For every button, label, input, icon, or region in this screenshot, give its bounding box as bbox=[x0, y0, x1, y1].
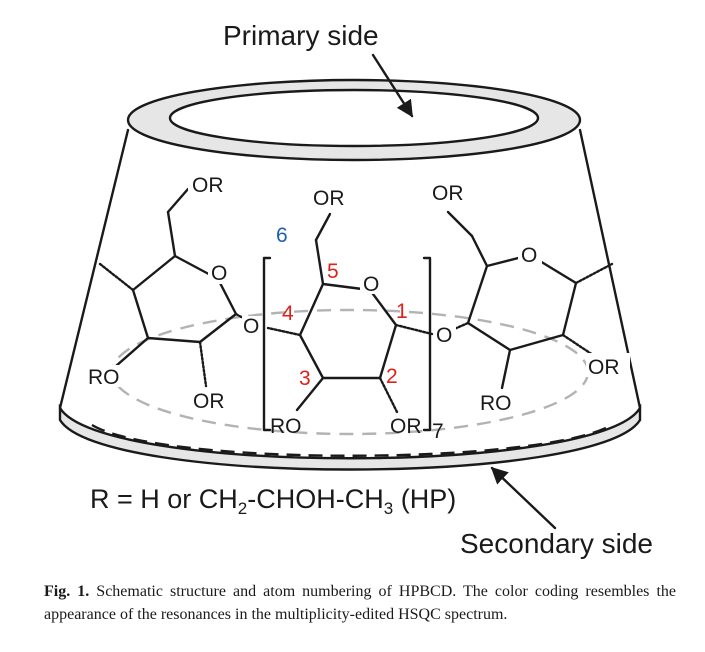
right-glycosidic-oxygen: O bbox=[436, 324, 452, 347]
repeat-count: 7 bbox=[432, 420, 444, 443]
right-ro-label: RO bbox=[480, 392, 512, 415]
left-ring-oxygen: O bbox=[211, 262, 227, 285]
secondary-side-label: Secondary side bbox=[460, 528, 653, 559]
inner-dashed-ellipse bbox=[110, 308, 590, 436]
top-rim bbox=[126, 78, 582, 162]
right-c6-or-label: OR bbox=[432, 182, 464, 205]
left-c6-or-label: OR bbox=[192, 174, 224, 197]
figure-caption-label: Fig. 1. bbox=[44, 583, 90, 600]
central-c2-or-label: OR bbox=[390, 415, 422, 438]
right-glucose-unit bbox=[428, 180, 630, 414]
carbon-number-2: 2 bbox=[386, 365, 398, 388]
secondary-side-arrow bbox=[490, 466, 557, 530]
left-glycosidic-oxygen: O bbox=[243, 315, 259, 338]
left-glucose-unit bbox=[86, 170, 264, 412]
left-ro-label: RO bbox=[88, 366, 120, 389]
left-c2-or-label: OR bbox=[193, 390, 225, 413]
central-ro-label: RO bbox=[270, 415, 302, 438]
substituent-formula: R = H or CH2-CHOH-CH3 (HP) bbox=[90, 484, 456, 518]
right-ring-oxygen: O bbox=[521, 244, 537, 267]
primary-side-arrow bbox=[371, 53, 414, 118]
cone-body bbox=[58, 128, 642, 471]
central-ring-oxygen: O bbox=[363, 273, 379, 296]
repeat-brackets bbox=[262, 256, 432, 432]
right-or-label: OR bbox=[588, 356, 620, 379]
front-dashed-curve bbox=[91, 423, 613, 457]
primary-side-label: Primary side bbox=[223, 20, 379, 51]
carbon-number-4: 4 bbox=[282, 302, 294, 325]
carbon-number-6: 6 bbox=[276, 224, 288, 247]
cone-bottom-rim bbox=[58, 403, 642, 471]
figure-caption-text: Schematic structure and atom numbering o… bbox=[44, 583, 676, 623]
carbon-number-1: 1 bbox=[396, 300, 408, 323]
central-c6-or-label: OR bbox=[313, 187, 345, 210]
hpbcd-diagram: Primary side O O OR RO OR O OR RO OR 1 2… bbox=[58, 20, 653, 559]
figure-caption: Fig. 1. Schematic structure and atom num… bbox=[44, 580, 676, 626]
carbon-number-5: 5 bbox=[327, 260, 339, 283]
carbon-number-3: 3 bbox=[299, 367, 311, 390]
central-glucose-unit bbox=[266, 184, 434, 414]
